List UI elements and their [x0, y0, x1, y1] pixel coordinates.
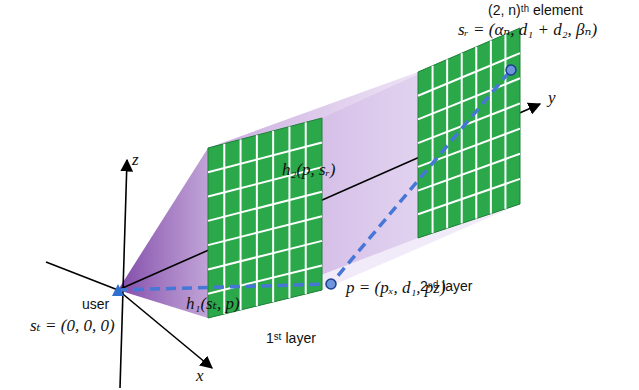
- channel-label: h₁(sₜ, p): [186, 294, 240, 314]
- beam-2: [208, 28, 520, 318]
- element-point: [326, 279, 336, 289]
- metasurface-layer-1: [208, 118, 322, 318]
- x-axis-back: [46, 262, 118, 290]
- axis-label: x: [196, 366, 204, 386]
- metasurface-layer-2: [418, 28, 520, 238]
- axis-label: y: [548, 88, 556, 108]
- element-label: (2, n)ᵗʰ element: [488, 2, 583, 18]
- z-axis: [120, 160, 127, 388]
- user-marker: [112, 284, 124, 296]
- position-formula: sₜ = (0, 0, 0): [30, 316, 115, 336]
- layer-label: 1ˢᵗ layer: [266, 330, 316, 346]
- channel-label: h₂(p, sᵣ): [282, 160, 336, 180]
- signal-path: [118, 70, 511, 290]
- axis-label: z: [132, 150, 139, 170]
- layer-label: 2ⁿᵈ layer: [420, 278, 472, 294]
- user-label: user: [82, 296, 109, 312]
- element-point: [506, 65, 516, 75]
- beam-2-side: [322, 28, 520, 290]
- position-formula: sᵣ = (αₙ, d₁ + d₂, βₙ): [458, 20, 597, 40]
